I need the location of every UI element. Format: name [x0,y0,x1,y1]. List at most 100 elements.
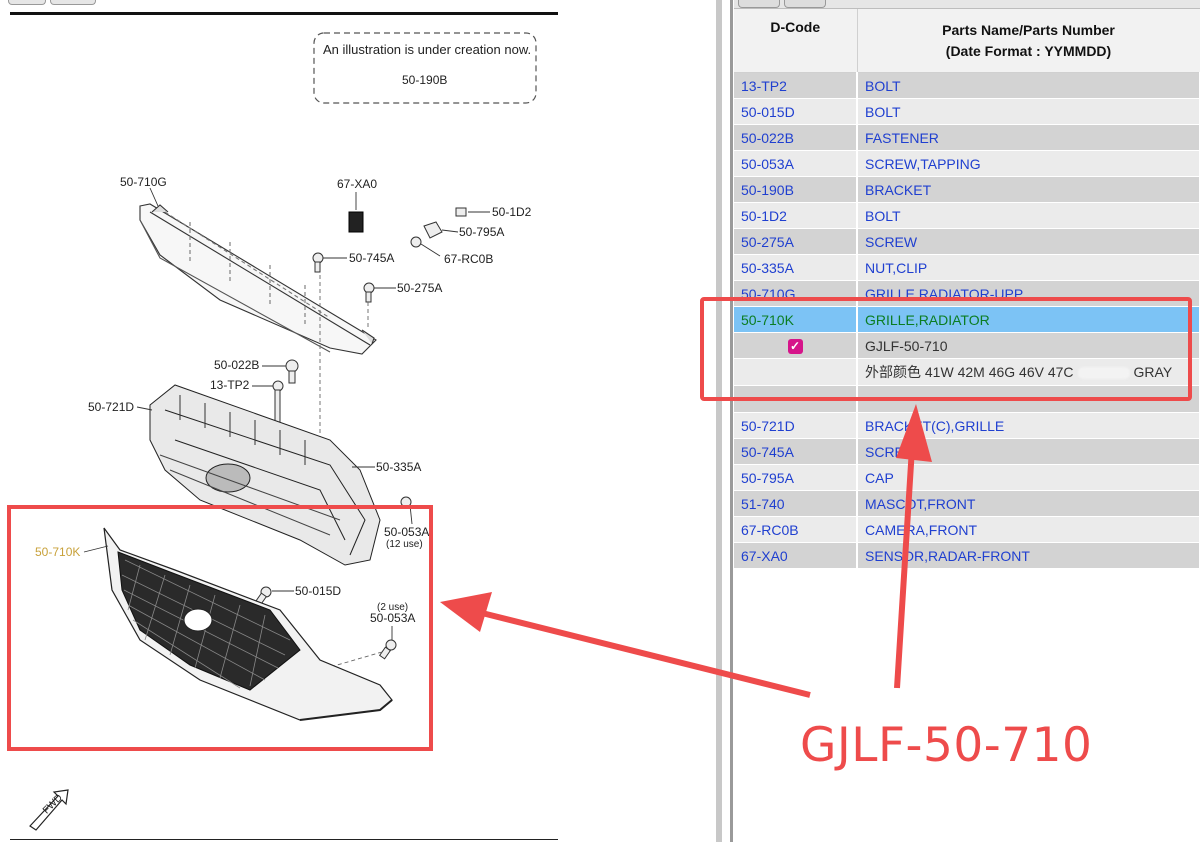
part-color-row: 外部颜色 41W 42M 46G 46V 47C GRAY [734,359,1200,386]
callout-12-use: (12 use) [386,539,423,550]
dcode-link[interactable]: 50-022B [734,125,857,151]
table-tab-stub[interactable] [738,0,780,8]
table-header-row: D-Code Parts Name/Parts Number (Date For… [734,9,1200,73]
table-row-selected[interactable]: 50-710K GRILLE,RADIATOR [734,307,1200,333]
fwd-arrow-icon: FWD [30,790,68,830]
part-color-name: GRAY [1134,364,1173,380]
table-spacer-row [734,386,1200,413]
callout-50-721D: 50-721D [88,400,134,414]
parts-list-panel: D-Code Parts Name/Parts Number (Date For… [734,0,1200,842]
callout-50-710K: 50-710K [35,545,80,559]
header-dcode[interactable]: D-Code [734,9,857,73]
part-checkbox-cell[interactable]: ✓ [734,333,857,359]
checkbox-checked-icon[interactable]: ✓ [788,339,803,354]
part-name-link[interactable]: BOLT [857,73,1200,99]
callout-67-XA0: 67-XA0 [337,177,377,191]
dcode-link[interactable]: 67-RC0B [734,517,857,543]
part-name-link[interactable]: SCREW,TAPPING [857,151,1200,177]
notice-line-2: 50-190B [402,73,447,87]
table-empty-area [734,569,1200,854]
callout-50-745A: 50-745A [349,251,394,265]
grille-bracket-drawing [150,385,380,565]
selected-part-name[interactable]: GRILLE,RADIATOR [857,307,1200,333]
dcode-link[interactable]: 50-190B [734,177,857,203]
selected-part-block: 50-710K GRILLE,RADIATOR ✓ GJLF-50-710 外部… [734,307,1200,413]
dcode-link[interactable]: 50-015D [734,99,857,125]
callout-13-TP2: 13-TP2 [210,378,250,392]
callout-50-053A-upper: 50-053A [384,525,429,539]
part-name-link[interactable]: BRACKET(C),GRILLE [857,413,1200,439]
radar-sensor-drawing [349,212,363,232]
part-name-link[interactable]: CAP [857,465,1200,491]
dcode-link[interactable]: 50-721D [734,413,857,439]
part-color-empty-cell [734,359,857,386]
callout-50-015D: 50-015D [295,584,341,598]
callout-67-RC0B: 67-RC0B [444,252,493,266]
part-name-link[interactable]: SCREW [857,229,1200,255]
redacted-color-code [1078,367,1130,379]
part-name-link[interactable]: BOLT [857,99,1200,125]
part-number-annotation: GJLF-50-710 [800,718,1092,773]
dcode-link[interactable]: 67-XA0 [734,543,857,569]
header-dcode-label: D-Code [770,19,820,35]
callout-50-335A: 50-335A [376,460,421,474]
exploded-parts-diagram: An illustration is under creation now. 5… [0,0,560,842]
table-toolbar-stub [734,0,1200,9]
panel-splitter[interactable] [716,0,722,842]
part-color-codes: 外部颜色 41W 42M 46G 46V 47C [865,364,1074,380]
dcode-link[interactable]: 13-TP2 [734,73,857,99]
header-parts-name-line1: Parts Name/Parts Number [858,20,1200,41]
part-name-link[interactable]: BOLT [857,203,1200,229]
part-name-link[interactable]: CAMERA,FRONT [857,517,1200,543]
dcode-link[interactable]: 50-335A [734,255,857,281]
notice-line-1: An illustration is under creation now. [323,42,531,57]
selected-dcode[interactable]: 50-710K [734,307,857,333]
part-name-link[interactable]: BRACKET [857,177,1200,203]
dcode-link[interactable]: 51-740 [734,491,857,517]
part-name-link[interactable]: SCREW [857,439,1200,465]
callout-50-022B: 50-022B [214,358,259,372]
dcode-link[interactable]: 50-275A [734,229,857,255]
header-parts-name-line2: (Date Format : YYMMDD) [858,41,1200,62]
upper-grille-drawing [140,204,376,354]
part-name-link[interactable]: NUT,CLIP [857,255,1200,281]
part-name-link[interactable]: FASTENER [857,125,1200,151]
dcode-link[interactable]: 50-1D2 [734,203,857,229]
panel-splitter-line [730,0,733,842]
dcode-link[interactable]: 50-053A [734,151,857,177]
dcode-link[interactable]: 50-745A [734,439,857,465]
callout-50-795A: 50-795A [459,225,504,239]
part-name-link[interactable]: SENSOR,RADAR-FRONT [857,543,1200,569]
header-parts-name[interactable]: Parts Name/Parts Number (Date Format : Y… [857,9,1200,73]
callout-50-053A-lower: 50-053A [370,611,415,625]
callout-50-710G: 50-710G [120,175,167,189]
part-number-row[interactable]: ✓ GJLF-50-710 [734,333,1200,359]
dcode-link[interactable]: 50-795A [734,465,857,491]
callout-50-275A: 50-275A [397,281,442,295]
callout-50-1D2: 50-1D2 [492,205,532,219]
part-name-link[interactable]: MASCOT,FRONT [857,491,1200,517]
table-tab-stub[interactable] [784,0,826,8]
part-name-link[interactable]: GRILLE,RADIATOR-UPP. [857,281,1200,307]
dcode-link[interactable]: 50-710G [734,281,857,307]
diagram-panel: An illustration is under creation now. 5… [0,0,560,842]
part-color-cell: 外部颜色 41W 42M 46G 46V 47C GRAY [857,359,1200,386]
part-number-value: GJLF-50-710 [857,333,1200,359]
